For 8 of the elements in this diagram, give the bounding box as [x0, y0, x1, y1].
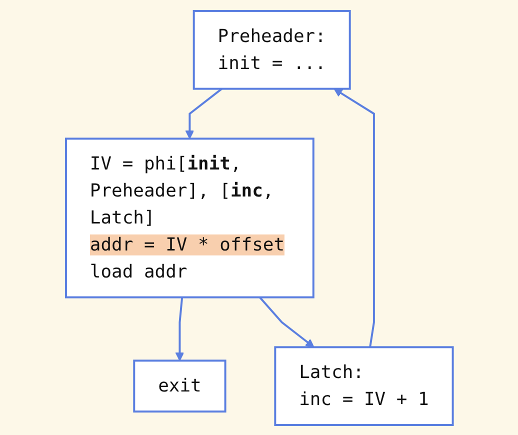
- node-box: IV = phi[init, Preheader], [inc, Latch] addr = IV * offset load addr: [64, 137, 314, 298]
- node-box: Latch: inc = IV + 1: [274, 346, 454, 426]
- node-box: exit: [132, 359, 226, 412]
- arrow: [184, 88, 222, 139]
- node-box: Preheader: init = ...: [192, 9, 350, 90]
- arrow: [258, 296, 314, 348]
- arrow: [174, 296, 184, 361]
- arrow: [333, 88, 375, 347]
